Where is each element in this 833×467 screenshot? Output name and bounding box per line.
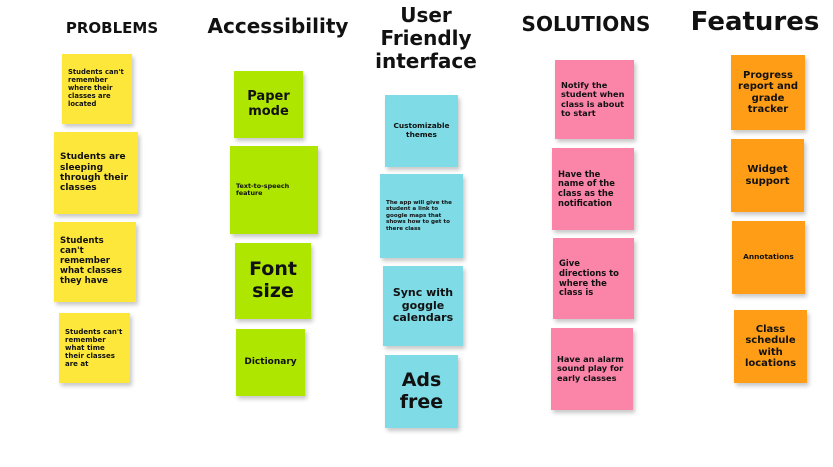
problem-note-text: Students can't remember where their clas… [68,68,124,108]
feature-note-text: Widget support [745,164,790,187]
solution-note-text: Notify the student when class is about t… [561,79,625,118]
user-friendly-note-text: Customizable themes [393,121,450,139]
feature-note-text: Progress report and grade tracker [738,69,798,116]
accessibility-note[interactable]: Font size [235,243,311,319]
problem-note-text: Students can't remember what classes the… [60,236,122,286]
solution-note-text: Have the name of the class as the notifi… [558,168,615,208]
problem-note[interactable]: Students can't remember what classes the… [54,222,136,302]
user-friendly-note[interactable]: Customizable themes [385,95,458,167]
solution-note[interactable]: Have the name of the class as the notifi… [552,148,634,230]
feature-note[interactable]: Class schedule with locations [734,310,807,383]
accessibility-note-text: Text-to-speech feature [236,181,290,197]
problems-heading: PROBLEMS [65,19,159,37]
feature-note-text: Annotations [743,252,794,262]
feature-note[interactable]: Progress report and grade tracker [731,55,805,130]
feature-note-text: Class schedule with locations [744,323,797,370]
user-friendly-note[interactable]: Sync with goggle calendars [383,266,463,346]
user-friendly-note[interactable]: The app will give the student a link to … [380,174,463,258]
accessibility-note[interactable]: Dictionary [236,329,305,396]
solution-note[interactable]: Give directions to where the class is [553,238,634,319]
accessibility-note[interactable]: Paper mode [234,71,303,138]
user-friendly-heading: User Friendly interface [375,3,477,73]
problem-note-text: Students are sleeping through their clas… [60,152,129,194]
user-friendly-note-text: Sync with goggle calendars [392,286,454,325]
problem-note-text: Students can't remember what time their … [65,327,123,369]
accessibility-note-text: Paper mode [247,88,290,119]
user-friendly-note-text: Ads free [399,368,444,413]
user-friendly-note-text: The app will give the student a link to … [386,199,452,232]
solution-note-text: Have an alarm sound play for early class… [557,353,624,383]
solution-note[interactable]: Notify the student when class is about t… [555,60,634,139]
feature-note[interactable]: Annotations [732,221,805,294]
feature-note[interactable]: Widget support [731,139,804,212]
accessibility-heading: Accessibility [207,14,349,38]
solutions-heading: SOLUTIONS [521,12,651,36]
problem-note[interactable]: Students can't remember what time their … [59,313,130,383]
solution-note-text: Give directions to where the class is [559,258,619,298]
features-heading: Features [690,7,820,37]
problem-note[interactable]: Students are sleeping through their clas… [54,132,138,214]
accessibility-note-text: Dictionary [244,357,297,368]
accessibility-note-text: Font size [249,258,297,302]
solution-note[interactable]: Have an alarm sound play for early class… [551,328,633,410]
accessibility-note[interactable]: Text-to-speech feature [230,146,318,234]
user-friendly-note[interactable]: Ads free [385,355,458,428]
problem-note[interactable]: Students can't remember where their clas… [62,54,132,124]
